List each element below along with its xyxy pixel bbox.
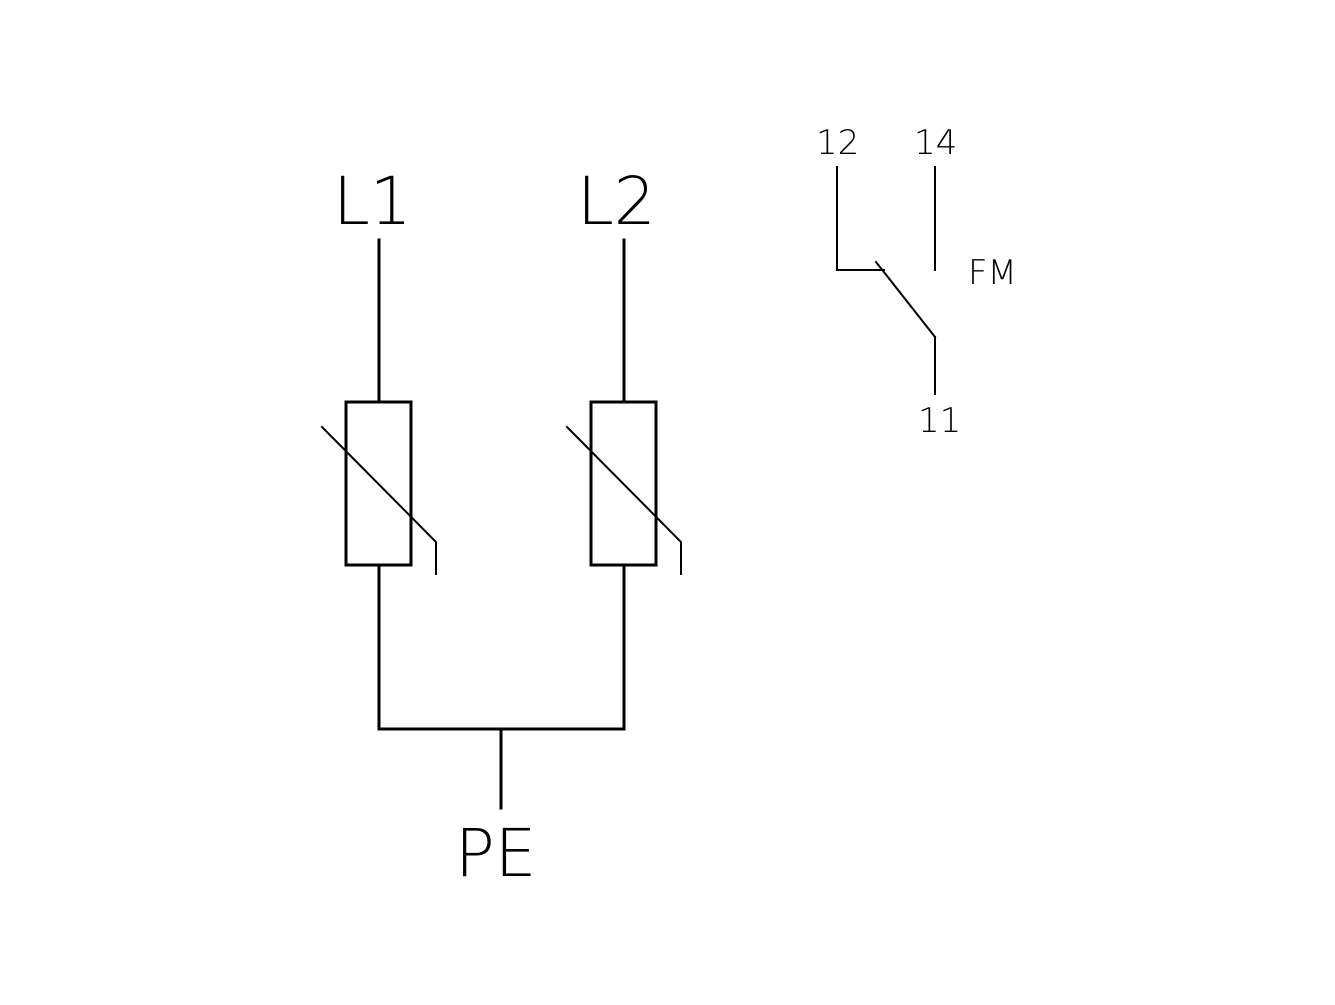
branch-l2: L2 [565, 163, 682, 731]
contact-wire-12 [836, 166, 885, 271]
contact-label-14: 14 [914, 123, 957, 163]
contact-label-fm: FM [968, 253, 1017, 293]
contact-label-12: 12 [816, 123, 859, 163]
contact-label-11: 11 [918, 401, 961, 441]
varistor-slash-l1 [320, 425, 437, 575]
terminal-label-pe: PE [455, 815, 537, 892]
terminal-label-l1: L1 [333, 163, 412, 240]
varistor-slash-l2 [565, 425, 682, 575]
signal-contact: 12 14 11 FM [816, 123, 1017, 441]
branch-l1: L1 [320, 163, 437, 731]
terminal-label-l2: L2 [577, 163, 656, 240]
pe-bus: PE [377, 727, 626, 892]
contact-switch-blade [874, 260, 937, 339]
